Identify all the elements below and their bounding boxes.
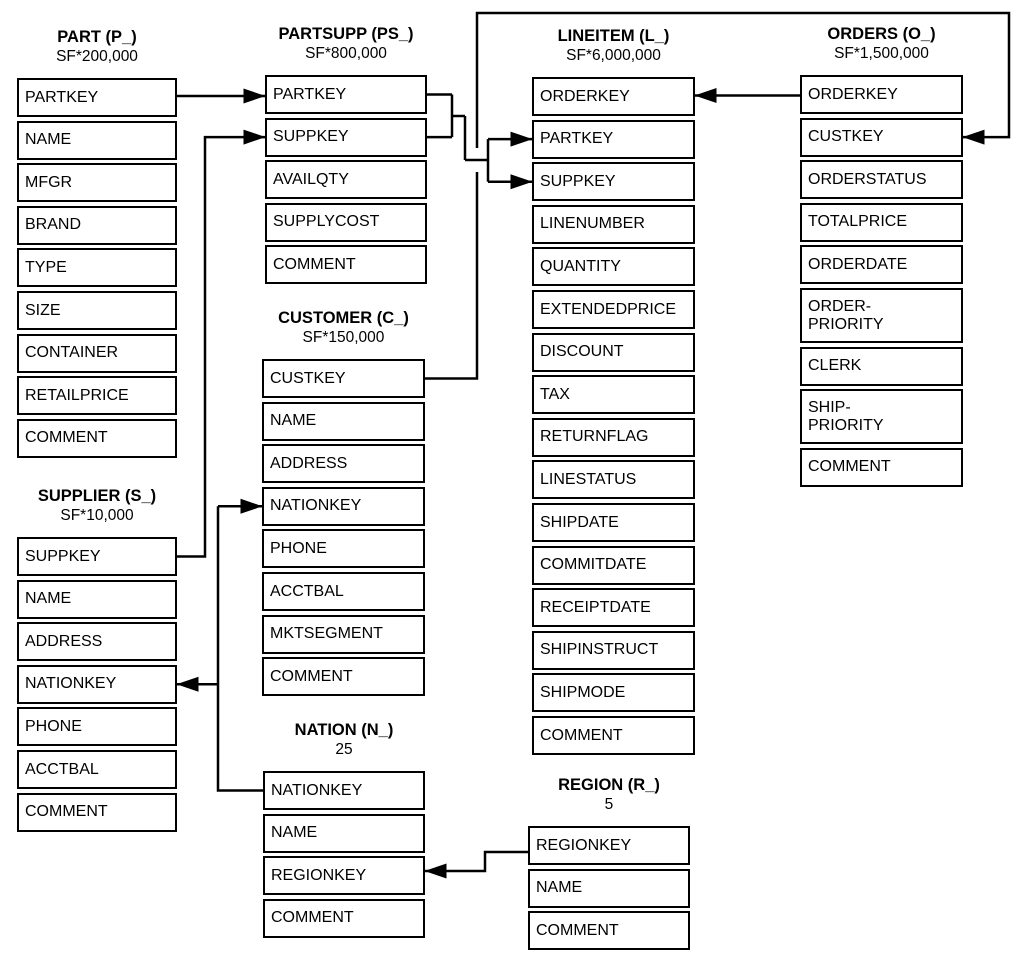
field-orders-orderdate: ORDERDATE — [800, 245, 963, 285]
field-customer-nationkey: NATIONKEY — [262, 486, 425, 526]
field-part-comment: COMMENT — [17, 418, 177, 458]
field-lineitem-receiptdate: RECEIPTDATE — [532, 588, 695, 628]
field-supplier-address: ADDRESS — [17, 622, 177, 662]
table-lineitem-name: LINEITEM (L_) — [557, 27, 670, 45]
field-supplier-name: NAME — [17, 579, 177, 619]
field-supplier-nationkey: NATIONKEY — [17, 664, 177, 704]
table-partsupp-title: PARTSUPP (PS_) SF*800,000 — [278, 25, 413, 63]
table-part-name: PART (P_) — [57, 28, 137, 46]
table-nation-title: NATION (N_) 25 — [295, 721, 394, 759]
field-partsupp-comment: COMMENT — [265, 245, 427, 285]
table-part-cardinality: SF*200,000 — [56, 48, 138, 65]
field-lineitem-suppkey: SUPPKEY — [532, 162, 695, 202]
field-partsupp-partkey: PARTKEY — [265, 75, 427, 114]
field-orders-clerk: CLERK — [800, 346, 963, 386]
field-customer-name: NAME — [262, 401, 425, 441]
table-customer-name: CUSTOMER (C_) — [278, 309, 409, 327]
field-lineitem-partkey: PARTKEY — [532, 119, 695, 159]
field-partsupp-supplycost: SUPPLYCOST — [265, 202, 427, 242]
field-orders-orderstatus: ORDERSTATUS — [800, 160, 963, 200]
field-lineitem-discount: DISCOUNT — [532, 332, 695, 372]
field-lineitem-linestatus: LINESTATUS — [532, 460, 695, 500]
table-lineitem-cardinality: SF*6,000,000 — [566, 47, 661, 64]
field-nation-nationkey: NATIONKEY — [263, 771, 425, 810]
table-nation-name: NATION (N_) — [294, 721, 394, 739]
table-region-cardinality: 5 — [604, 796, 614, 813]
field-orders-totalprice: TOTALPRICE — [800, 202, 963, 242]
field-part-name: NAME — [17, 120, 177, 160]
field-supplier-phone: PHONE — [17, 707, 177, 747]
field-customer-comment: COMMENT — [262, 657, 425, 697]
field-supplier-acctbal: ACCTBAL — [17, 750, 177, 789]
field-lineitem-shipmode: SHIPMODE — [532, 673, 695, 713]
table-customer-title: CUSTOMER (C_) SF*150,000 — [278, 309, 409, 347]
field-nation-name: NAME — [263, 813, 425, 853]
table-part-title: PART (P_) SF*200,000 — [56, 28, 138, 66]
connector-supplier-suppkey--partsupp-suppkey — [177, 129, 266, 558]
table-orders-title: ORDERS (O_) SF*1,500,000 — [827, 25, 935, 63]
table-orders-cardinality: SF*1,500,000 — [834, 45, 929, 62]
field-part-type: TYPE — [17, 248, 177, 288]
table-partsupp-cardinality: SF*800,000 — [305, 45, 387, 62]
field-customer-custkey: CUSTKEY — [262, 359, 425, 398]
field-customer-address: ADDRESS — [262, 444, 425, 484]
field-part-retailprice: RETAILPRICE — [17, 376, 177, 416]
field-lineitem-tax: TAX — [532, 375, 695, 415]
field-customer-mktsegment: MKTSEGMENT — [262, 614, 425, 654]
field-lineitem-returnflag: RETURNFLAG — [532, 417, 695, 457]
table-lineitem-title: LINEITEM (L_) SF*6,000,000 — [558, 27, 670, 65]
field-customer-acctbal: ACCTBAL — [262, 572, 425, 611]
table-supplier-name: SUPPLIER (S_) — [37, 487, 157, 505]
field-lineitem-shipinstruct: SHIPINSTRUCT — [532, 630, 695, 670]
field-lineitem-commitdate: COMMITDATE — [532, 545, 695, 585]
field-customer-phone: PHONE — [262, 529, 425, 569]
field-orders-ship-priority: SHIP- PRIORITY — [800, 389, 963, 445]
field-partsupp-availqty: AVAILQTY — [265, 160, 427, 200]
table-supplier-title: SUPPLIER (S_) SF*10,000 — [38, 487, 156, 525]
field-lineitem-shipdate: SHIPDATE — [532, 503, 695, 542]
field-orders-orderkey: ORDERKEY — [800, 75, 963, 114]
field-part-container: CONTAINER — [17, 333, 177, 373]
field-part-size: SIZE — [17, 291, 177, 330]
field-lineitem-linenumber: LINENUMBER — [532, 204, 695, 244]
table-region-title: REGION (R_) 5 — [558, 776, 660, 814]
field-orders-order-priority: ORDER- PRIORITY — [800, 288, 963, 343]
field-lineitem-comment: COMMENT — [532, 716, 695, 755]
field-region-name: NAME — [528, 868, 690, 908]
table-orders-name: ORDERS (O_) — [827, 25, 936, 43]
field-nation-comment: COMMENT — [263, 898, 425, 938]
field-lineitem-orderkey: ORDERKEY — [532, 77, 695, 116]
field-orders-custkey: CUSTKEY — [800, 117, 963, 157]
table-supplier-cardinality: SF*10,000 — [60, 507, 134, 524]
field-lineitem-quantity: QUANTITY — [532, 247, 695, 287]
connector-region-regionkey--nation-regionkey — [424, 850, 528, 879]
field-region-regionkey: REGIONKEY — [528, 826, 690, 865]
field-lineitem-extendedprice: EXTENDEDPRICE — [532, 290, 695, 329]
connector-customer-custkey--orders-custkey-lower — [425, 172, 479, 380]
table-partsupp-name: PARTSUPP (PS_) — [278, 25, 414, 43]
field-supplier-suppkey: SUPPKEY — [17, 537, 177, 576]
field-nation-regionkey: REGIONKEY — [263, 856, 425, 896]
field-supplier-comment: COMMENT — [17, 792, 177, 832]
table-region-name: REGION (R_) — [558, 776, 660, 794]
connector-nation-nationkey-trunk — [216, 506, 263, 792]
table-customer-cardinality: SF*150,000 — [302, 329, 385, 346]
field-region-comment: COMMENT — [528, 911, 690, 951]
field-part-partkey: PARTKEY — [17, 78, 177, 117]
field-orders-comment: COMMENT — [800, 447, 963, 487]
field-part-mfgr: MFGR — [17, 163, 177, 203]
field-part-brand: BRAND — [17, 205, 177, 245]
table-nation-cardinality: 25 — [335, 741, 353, 758]
field-partsupp-suppkey: SUPPKEY — [265, 117, 427, 157]
